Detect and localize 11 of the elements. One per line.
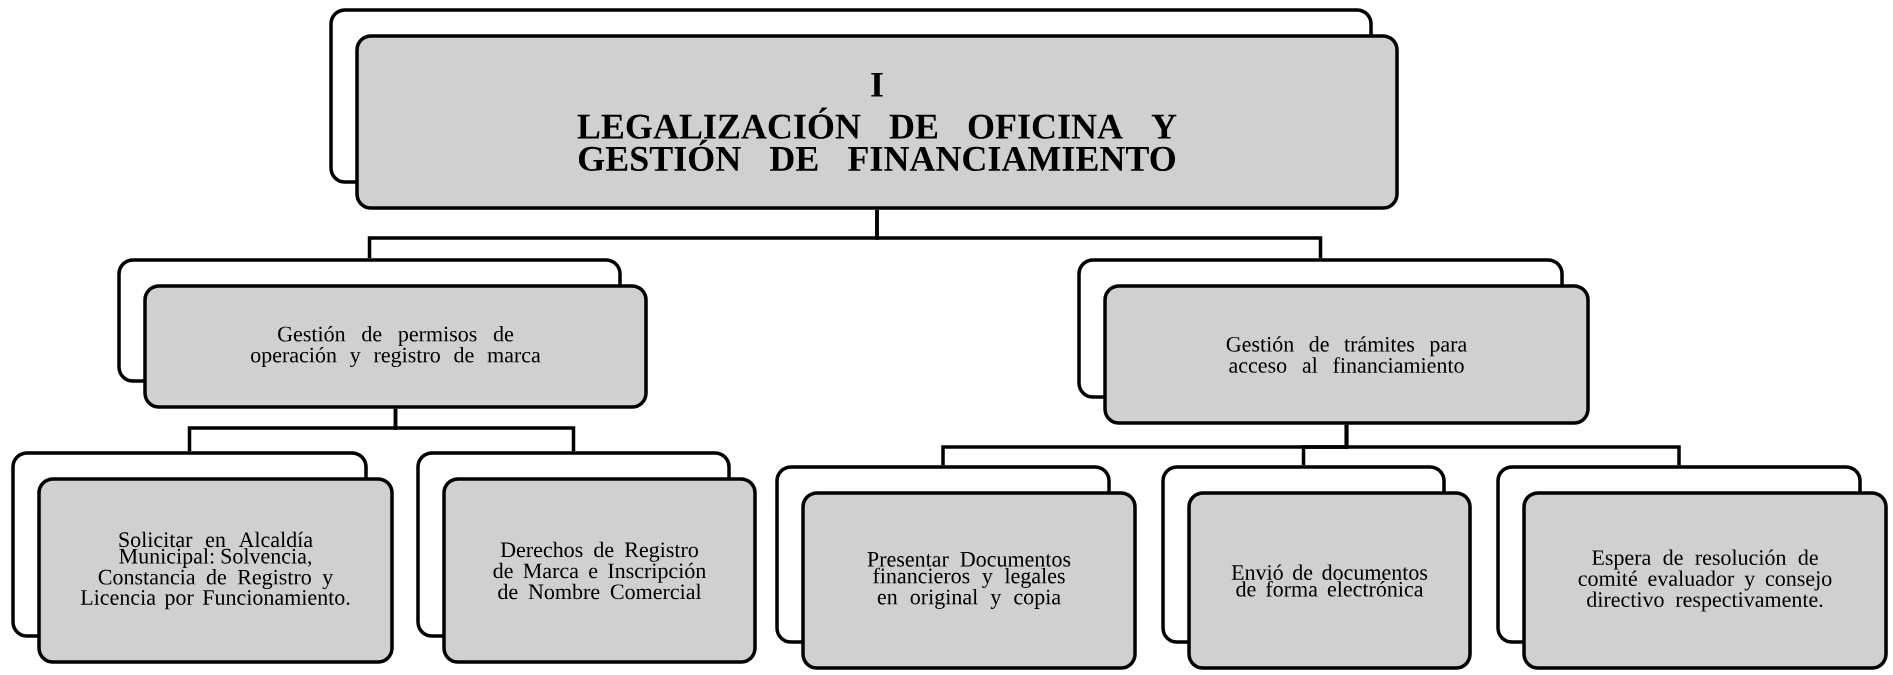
- task-box: Derechos de Registro de Marca e Inscripción de Nombre Comercial: [416, 451, 757, 664]
- process-box: Gestión de trámites para acceso al financiamiento: [1077, 258, 1590, 425]
- connector-line: [1344, 424, 1681, 466]
- task-box: Solicitar en Alcaldía Municipal: Solvencia, Constancia de Registro y Licencia por Funcionamiento.: [11, 451, 394, 664]
- connector-line: [875, 209, 1323, 259]
- title-box: I LEGALIZACIÓN DE OFICINA Y GESTIÓN DE FINANCIAMIENTO: [329, 8, 1399, 210]
- task-box: Envió de documentos de forma electrónica: [1161, 465, 1472, 670]
- task-box: Presentar Documentos financieros y legales en original y copia: [775, 465, 1137, 670]
- connector-line: [393, 408, 576, 452]
- process-box: Gestión de permisos de operación y registro de marca: [117, 258, 648, 409]
- task-box: Espera de resolución de comité evaluador y consejo directivo respectivamente.: [1496, 465, 1888, 670]
